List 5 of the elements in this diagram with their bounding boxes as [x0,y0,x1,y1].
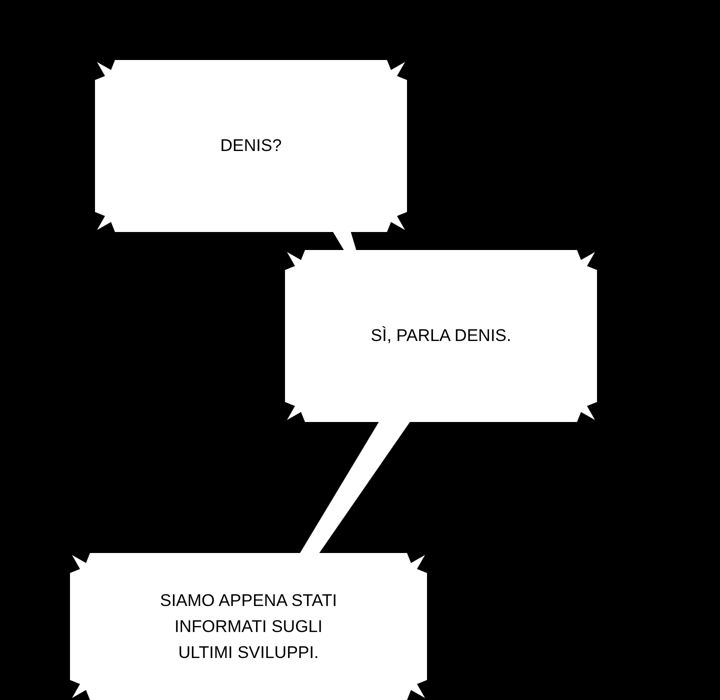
speech-bubble-tail [299,420,411,554]
dialogue-text: SIAMO APPENA STATI INFORMATI SUGLI ULTIMI SVILUPPI. [159,590,338,664]
speech-bubble [95,60,407,232]
dialogue-text: DENIS? [220,135,282,157]
dialogue-text: SÌ, PARLA DENIS. [370,325,512,347]
